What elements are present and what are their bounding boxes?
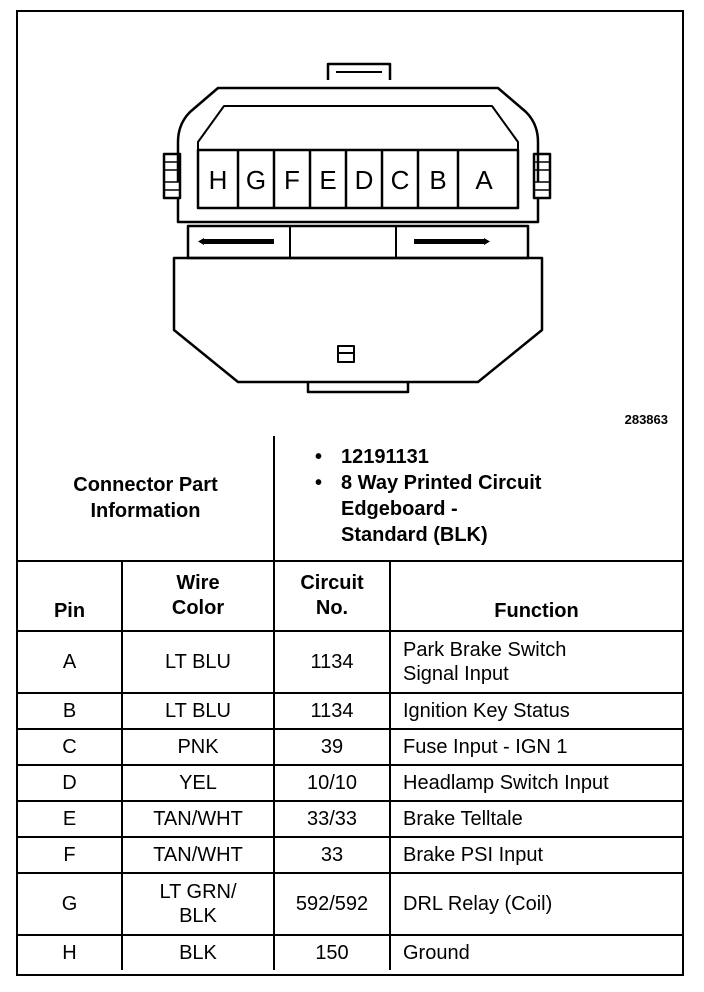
part-description-line2: Edgeboard - [341, 498, 458, 520]
wire-color-cell: LT BLU [121, 630, 275, 694]
wire-color-cell: BLK [121, 934, 275, 970]
part-info-label-line2: Information [90, 500, 201, 522]
header-row: Pin Wire Color Circuit No. Function [18, 560, 683, 632]
part-info-bullets: 12191131 8 Way Printed Circuit Edgeboard… [272, 436, 683, 562]
pin-header: Pin [18, 560, 123, 632]
pin-cell: E [18, 800, 123, 838]
wire-color-header-line1: Wire [176, 572, 220, 594]
wire-color-cell: LT BLU [121, 692, 275, 730]
function-line2: Signal Input [403, 663, 509, 685]
wire-color-header-line2: Color [171, 597, 225, 619]
pin-cell: B [18, 692, 123, 730]
pin-letter-f: F [284, 165, 300, 195]
circuit-header: Circuit No. [273, 560, 391, 632]
table-row: C PNK 39 Fuse Input - IGN 1 [18, 728, 683, 766]
document-frame: H G F E D C B A 283863 Connector Part In… [16, 10, 684, 976]
wire-color-cell: PNK [121, 728, 275, 766]
circuit-header-line1: Circuit [300, 572, 364, 594]
wire-color-cell: TAN/WHT [121, 800, 275, 838]
pin-cell: A [18, 630, 123, 694]
pin-cell: C [18, 728, 123, 766]
circuit-cell: 1134 [273, 692, 391, 730]
pin-letter-e: E [319, 165, 336, 195]
part-description-line3: Standard (BLK) [341, 524, 488, 546]
table-row: B LT BLU 1134 Ignition Key Status [18, 692, 683, 730]
pin-cell: D [18, 764, 123, 802]
connector-diagram: H G F E D C B A 283863 [18, 12, 682, 436]
pin-cell: F [18, 836, 123, 874]
circuit-cell: 33 [273, 836, 391, 874]
table-row: A LT BLU 1134 Park Brake Switch Signal I… [18, 630, 683, 694]
function-header: Function [388, 560, 683, 632]
pin-cell: G [18, 872, 123, 936]
connector-drawing: H G F E D C B A [162, 62, 552, 394]
pin-letter-b: B [429, 165, 446, 195]
function-header-label: Function [494, 600, 579, 622]
circuit-cell: 592/592 [273, 872, 391, 936]
function-cell: Park Brake Switch Signal Input [388, 630, 683, 694]
part-number: 12191131 [315, 444, 682, 470]
table-row: D YEL 10/10 Headlamp Switch Input [18, 764, 683, 802]
part-description: 8 Way Printed Circuit Edgeboard - Standa… [315, 470, 682, 548]
function-cell: DRL Relay (Coil) [388, 872, 683, 936]
wire-color-cell: TAN/WHT [121, 836, 275, 874]
circuit-cell: 150 [273, 934, 391, 970]
pin-cell: H [18, 934, 123, 970]
wire-color-line2: BLK [179, 905, 217, 927]
connector-table: Connector Part Information 12191131 8 Wa… [18, 436, 683, 970]
table-row: H BLK 150 Ground [18, 934, 683, 970]
function-cell: Ground [388, 934, 683, 970]
circuit-cell: 1134 [273, 630, 391, 694]
figure-number: 283863 [624, 412, 668, 427]
part-description-line1: 8 Way Printed Circuit [341, 472, 542, 494]
function-line1: Park Brake Switch [403, 639, 567, 661]
function-cell: Brake Telltale [388, 800, 683, 838]
table-row: G LT GRN/ BLK 592/592 DRL Relay (Coil) [18, 872, 683, 936]
pin-letter-a: A [475, 165, 493, 195]
circuit-header-line2: No. [315, 597, 349, 619]
pin-header-label: Pin [53, 600, 86, 622]
part-info-row: Connector Part Information 12191131 8 Wa… [18, 436, 683, 562]
table-row: F TAN/WHT 33 Brake PSI Input [18, 836, 683, 874]
function-cell: Fuse Input - IGN 1 [388, 728, 683, 766]
pin-letter-d: D [355, 165, 374, 195]
function-cell: Headlamp Switch Input [388, 764, 683, 802]
circuit-cell: 10/10 [273, 764, 391, 802]
table-row: E TAN/WHT 33/33 Brake Telltale [18, 800, 683, 838]
wire-color-cell: YEL [121, 764, 275, 802]
part-info-label: Connector Part Information [18, 436, 275, 562]
pin-letter-c: C [391, 165, 410, 195]
wire-color-line1: LT GRN/ [159, 881, 237, 903]
part-info-label-line1: Connector Part [73, 474, 218, 496]
circuit-cell: 33/33 [273, 800, 391, 838]
pin-letter-h: H [209, 165, 228, 195]
circuit-cell: 39 [273, 728, 391, 766]
function-cell: Ignition Key Status [388, 692, 683, 730]
pin-letter-g: G [246, 165, 266, 195]
wire-color-cell: LT GRN/ BLK [121, 872, 275, 936]
function-cell: Brake PSI Input [388, 836, 683, 874]
wire-color-header: Wire Color [121, 560, 275, 632]
